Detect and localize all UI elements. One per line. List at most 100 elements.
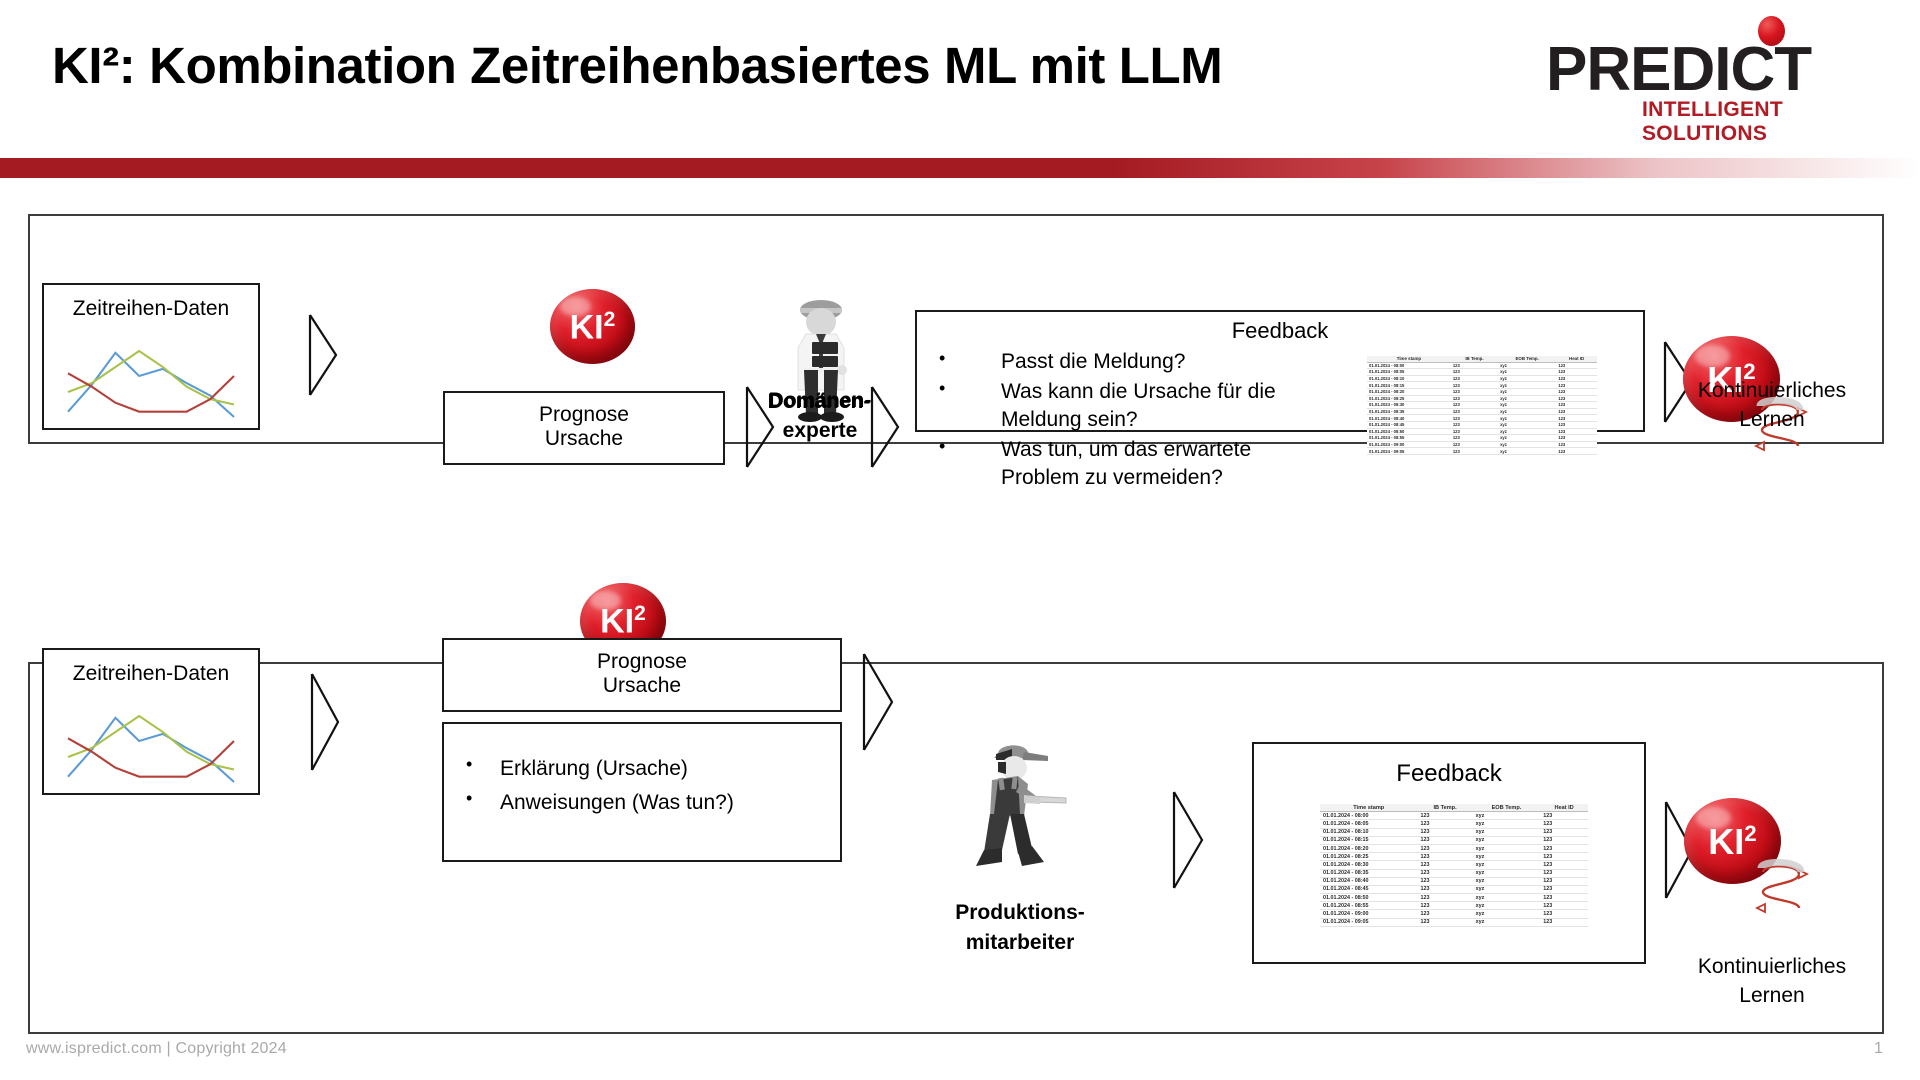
row1-bullet-text-3: Was tun, um das erwartete Problem zu ver…: [1001, 438, 1252, 489]
header-divider-bar: [0, 158, 1920, 178]
table-cell: 01.01.2024 - 08:00: [1367, 362, 1451, 370]
table-cell: 123: [1417, 860, 1473, 870]
row2-feedback-title: Feedback: [1396, 760, 1502, 787]
table-cell: xyz: [1498, 421, 1557, 429]
row2-prognose-box: Prognose Ursache: [442, 638, 842, 712]
row1-ki2-label: KI2: [569, 307, 616, 347]
table-cell: 123: [1450, 388, 1499, 396]
series-blue-line: [67, 351, 235, 418]
row2-output-bullets: • Erklärung (Ursache) • Anweisungen (Was…: [466, 754, 826, 818]
table-cell: 123: [1450, 395, 1499, 403]
table-cell: xyz: [1472, 844, 1541, 854]
table-cell: 01.01.2024 - 08:10: [1320, 828, 1418, 837]
table-cell: 01.01.2024 - 08:40: [1367, 414, 1451, 422]
page-title: KI²: Kombination Zeitreihenbasiertes ML …: [52, 37, 1223, 94]
table-cell: xyz: [1498, 395, 1557, 403]
bullet-dot-icon: •: [939, 348, 946, 368]
table-cell: xyz: [1498, 447, 1557, 455]
table-column-header: Time stamp: [1367, 356, 1451, 363]
table-cell: 123: [1540, 893, 1588, 903]
predict-logo: PREDICT INTELLIGENT SOLUTIONS: [1534, 2, 1906, 145]
table-cell: xyz: [1498, 428, 1557, 436]
table-cell: 01.01.2024 - 08:40: [1320, 877, 1418, 886]
table-cell: 01.01.2024 - 08:50: [1320, 893, 1418, 903]
table-cell: 01.01.2024 - 08:05: [1367, 368, 1451, 376]
table-cell: xyz: [1472, 828, 1541, 837]
footer-page-number: 1: [1874, 1040, 1883, 1057]
row2-learning-label: Kontinuierliches Lernen: [1672, 840, 1872, 1010]
row1-learning-line-1: Kontinuierliches: [1697, 379, 1847, 402]
row2-output-box: • Erklärung (Ursache) • Anweisungen (Was…: [442, 722, 842, 862]
table-cell: 123: [1540, 918, 1588, 927]
row2-arrow-1: [310, 672, 340, 772]
row1-feedback-title: Feedback: [1231, 318, 1329, 343]
table-cell: 01.01.2024 - 08:30: [1367, 401, 1451, 409]
row1-sphere-gloss: [560, 296, 591, 316]
table-cell: 123: [1417, 811, 1473, 821]
table-cell: 01.01.2024 - 08:55: [1320, 901, 1418, 911]
bullet-dot-icon: •: [939, 436, 946, 456]
table-cell: 123: [1556, 434, 1597, 442]
continuous-learning-spiral-icon-2: [1754, 859, 1809, 914]
table-cell: 123: [1417, 836, 1473, 845]
bullet-dot-icon: •: [466, 788, 473, 808]
row1-actor-text-2: experte: [782, 419, 858, 442]
row2-actor-text-2: mitarbeiter: [965, 931, 1075, 954]
row1-actor-line-1: Domänen-: [767, 390, 871, 413]
row2-timeseries-box: Zeitreihen-Daten: [42, 648, 260, 795]
logo-red-dot-icon: [1758, 16, 1785, 46]
row1-learning-ki2-label: KI2: [1707, 358, 1756, 400]
table-cell: 01.01.2024 - 09:05: [1320, 918, 1418, 927]
logo-wordmark: PREDICT: [1546, 35, 1812, 104]
table-cell: 01.01.2024 - 08:00: [1320, 811, 1418, 821]
row2-learning-line-1: Kontinuierliches: [1697, 955, 1847, 978]
table-cell: xyz: [1472, 836, 1541, 845]
table-cell: 123: [1417, 877, 1473, 886]
table-cell: 123: [1450, 428, 1499, 436]
row1-arrow-3: [870, 385, 900, 469]
row2-learning-ki2-label: KI2: [1708, 820, 1757, 862]
table-cell: 123: [1450, 441, 1499, 449]
row2-prognose-line-2: Ursache: [602, 674, 682, 697]
table-cell: xyz: [1498, 441, 1557, 449]
bullet-item: • Passt die Meldung?: [939, 348, 1359, 376]
table-cell: 123: [1540, 852, 1588, 862]
bullet-item: • Erklärung (Ursache): [466, 754, 826, 784]
table-cell: 123: [1540, 860, 1588, 870]
table-cell: xyz: [1472, 901, 1541, 911]
logo-tagline: INTELLIGENT SOLUTIONS: [1642, 98, 1783, 145]
table-cell: 01.01.2024 - 08:30: [1320, 860, 1418, 870]
table-cell: 123: [1417, 885, 1473, 895]
row2-sphere-gloss: [590, 590, 622, 611]
table-cell: 123: [1556, 408, 1597, 416]
row1-arrow-2: [745, 385, 775, 469]
row2-ki2-label: KI2: [600, 602, 646, 641]
table-cell: 123: [1540, 836, 1588, 845]
table-column-header: Heat ID: [1556, 356, 1597, 363]
row1-prognose-box: Prognose Ursache: [443, 391, 725, 465]
table-cell: 123: [1556, 447, 1597, 455]
table-cell: 123: [1450, 434, 1499, 442]
row2-bullet-text-2: Anweisungen (Was tun?): [500, 791, 734, 814]
row1-prognose-line-2: Ursache: [544, 427, 624, 450]
table-cell: 123: [1417, 869, 1473, 878]
table-cell: 123: [1540, 811, 1588, 821]
table-cell: 123: [1417, 844, 1473, 854]
bullet-item: • Was tun, um das erwartete Problem zu v…: [939, 436, 1359, 492]
table-cell: xyz: [1472, 893, 1541, 903]
